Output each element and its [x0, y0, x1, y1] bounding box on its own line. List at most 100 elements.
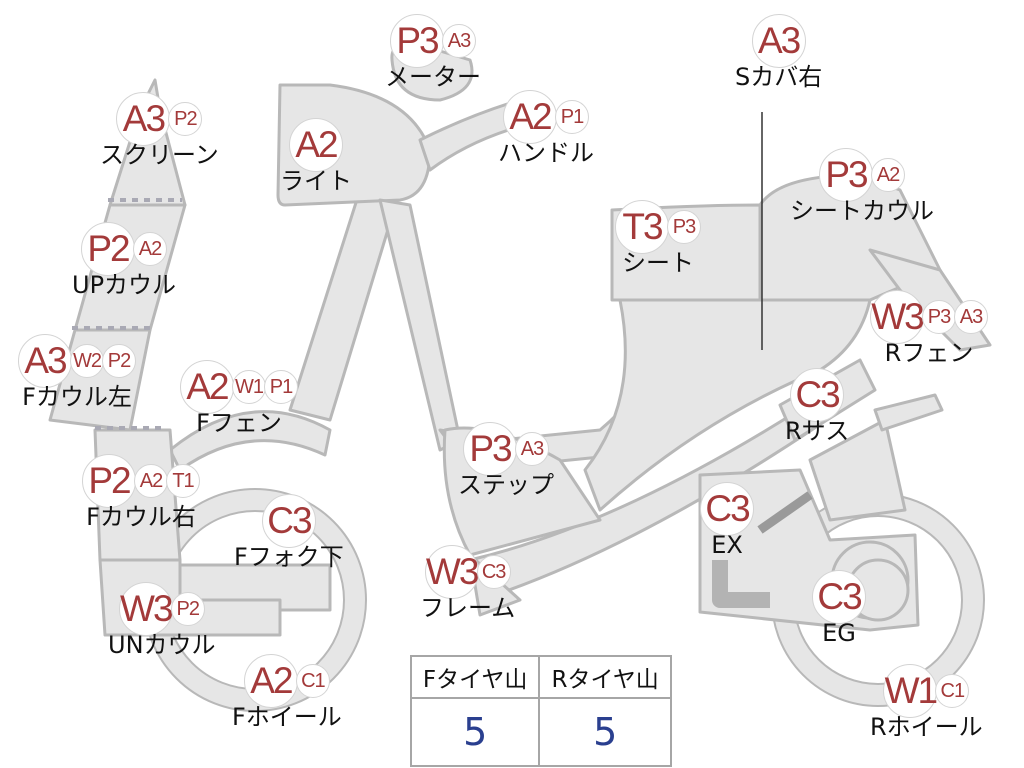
primary-grade-badge: W3: [870, 290, 925, 344]
part-label: Rサス: [785, 417, 850, 445]
secondary-grade-badge: W1: [232, 370, 266, 404]
primary-grade-badge: P2: [81, 222, 136, 276]
secondary-grade-badge: C1: [295, 664, 330, 698]
secondary-grade-badge: A3: [515, 432, 549, 466]
secondary-grade-badge: A2: [134, 464, 168, 498]
tire-tread-table: Fタイヤ山 Rタイヤ山 5 5: [409, 655, 672, 767]
part-label: EG: [822, 619, 856, 647]
swingarm-shape: [873, 393, 944, 432]
part-label: Fカウル右: [86, 503, 196, 531]
primary-grade-badge: A2: [243, 654, 298, 708]
part-label: ステップ: [458, 471, 554, 499]
part-label: ライト: [280, 167, 352, 195]
primary-grade-badge: C3: [700, 482, 754, 536]
grade-badges: C3: [700, 482, 754, 536]
secondary-grade-badge: P3: [667, 210, 701, 244]
secondary-grade-badge: W2: [70, 344, 104, 378]
part-label: UNカウル: [108, 631, 216, 659]
headlight-shape: [276, 83, 432, 207]
part-label: UPカウル: [72, 271, 177, 299]
primary-grade-badge: W3: [118, 582, 174, 636]
primary-grade-badge: W1: [883, 664, 938, 718]
primary-grade-badge: C3: [261, 494, 316, 548]
part-label: Rフェン: [884, 339, 974, 367]
secondary-grade-badge: T1: [166, 464, 200, 498]
grade-badges: C3: [261, 494, 316, 548]
r-tire-value: 5: [538, 697, 672, 767]
part-label: フレーム: [420, 594, 516, 622]
secondary-grade-badge: C3: [476, 555, 511, 589]
part-label: Fフォク下: [234, 543, 344, 571]
part-label: Rホイール: [870, 713, 983, 741]
primary-grade-badge: A3: [116, 92, 171, 146]
primary-grade-badge: P3: [819, 148, 873, 202]
secondary-grade-badge: P1: [555, 100, 589, 134]
part-label: ハンドル: [498, 139, 594, 167]
secondary-grade-badge: A3: [954, 300, 988, 334]
part-label: スクリーン: [100, 141, 219, 169]
primary-grade-badge: P3: [390, 14, 444, 68]
secondary-grade-badge: P2: [102, 344, 136, 378]
part-label: EX: [711, 531, 743, 559]
exhaust-shape: [712, 560, 770, 608]
front-fender-shape: [168, 410, 332, 472]
grade-badges: A3: [751, 14, 806, 68]
primary-grade-badge: A3: [18, 334, 72, 388]
secondary-grade-badge: P2: [170, 592, 205, 626]
secondary-grade-badge: A2: [871, 158, 905, 192]
secondary-grade-badge: P2: [168, 102, 203, 136]
grade-badges: A2: [289, 118, 343, 172]
grade-badges: C3: [812, 570, 866, 624]
primary-grade-badge: C3: [790, 368, 845, 422]
primary-grade-badge: A2: [289, 118, 343, 172]
secondary-grade-badge: P1: [264, 370, 298, 404]
primary-grade-badge: W3: [424, 545, 479, 599]
tire-table-header-row: Fタイヤ山 Rタイヤ山: [409, 655, 672, 699]
primary-grade-badge: P3: [463, 422, 517, 476]
primary-grade-badge: C3: [812, 570, 866, 624]
secondary-grade-badge: C1: [935, 674, 970, 708]
part-label: メーター: [385, 63, 481, 91]
primary-grade-badge: T3: [615, 200, 669, 254]
primary-grade-badge: A2: [180, 360, 234, 414]
secondary-grade-badge: A3: [442, 24, 476, 58]
part-label: シートカウル: [790, 197, 934, 225]
secondary-grade-badge: A2: [133, 232, 168, 266]
part-label: Fフェン: [196, 409, 282, 437]
primary-grade-badge: P2: [82, 454, 136, 508]
f-tire-header: Fタイヤ山: [409, 655, 541, 699]
secondary-grade-badge: P3: [922, 300, 956, 334]
